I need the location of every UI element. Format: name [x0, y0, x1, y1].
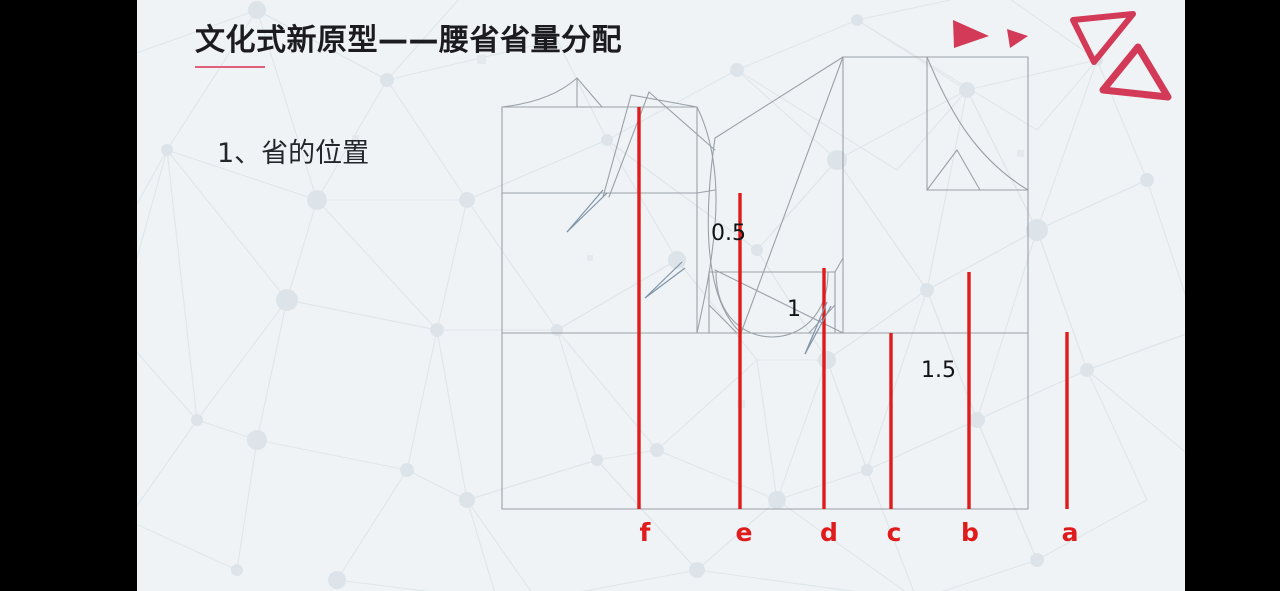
leader-line-0-5-tick: [566, 189, 604, 233]
tri-outline-lower-icon: [1099, 43, 1172, 101]
dart-label-b: b: [961, 518, 979, 547]
title-underline-rule: [195, 66, 265, 68]
garment-pattern-drawing: [501, 56, 1029, 510]
front-armhole-curve: [696, 106, 717, 334]
measurement-m-15: 1.5: [921, 358, 956, 383]
letterbox-bar-left: [0, 0, 137, 591]
background-network-pattern: [137, 0, 1185, 591]
dart-label-e: e: [735, 518, 753, 547]
center-panel-leg-right: [808, 304, 836, 334]
measurement-m-05: 0.5: [711, 221, 746, 246]
collar-curve: [926, 56, 1029, 191]
back-lower-diagonal: [714, 269, 844, 334]
shoulder-dart-leg-left: [602, 94, 632, 198]
center-panel-curve: [715, 271, 829, 338]
dart-lines-layer: [566, 107, 1069, 509]
leader-line-1-5: [804, 305, 832, 355]
guide-line-left: [696, 189, 716, 194]
center-panel-box: [708, 271, 836, 334]
front-armhole-top: [630, 94, 698, 108]
dart-label-d: d: [820, 518, 838, 547]
leader-line-1-5-tick: [804, 301, 828, 355]
section-heading: 1、省的位置: [217, 138, 370, 169]
slide-canvas: 文化式新原型——腰省省量分配 1、省的位置: [137, 0, 1185, 591]
dart-label-a: a: [1061, 518, 1079, 547]
front-shoulder-line: [576, 77, 603, 108]
tri-filled-small-icon: [1007, 29, 1028, 48]
letterbox-bar-right: [1185, 0, 1280, 591]
back-block-outline: [842, 56, 1029, 334]
title-block: 文化式新原型——腰省省量分配: [195, 24, 622, 68]
dart-label-c: c: [886, 518, 902, 547]
tri-filled-large-icon: [953, 20, 989, 48]
shoulder-dart-leg-right: [608, 91, 650, 198]
collar-corner-a: [926, 149, 958, 191]
page-title: 文化式新原型——腰省省量分配: [195, 23, 622, 58]
back-armhole-helper: [740, 56, 844, 334]
collar-square: [926, 56, 1029, 191]
collar-corner-b: [956, 149, 981, 191]
dart-label-f: f: [639, 518, 651, 547]
front-block-outline: [501, 106, 698, 334]
decorative-triangles-layer: [953, 11, 1172, 101]
tri-outline-upper-icon: [1070, 11, 1136, 65]
front-armhole-helper: [648, 91, 716, 151]
measurement-m-1: 1: [787, 297, 801, 322]
front-neckline-curve: [501, 77, 578, 108]
guide-line-right: [834, 257, 844, 273]
leader-line-1: [644, 267, 686, 299]
center-panel-leg-left: [708, 304, 738, 334]
leader-line-1-tick: [644, 261, 683, 299]
leader-line-0-5: [566, 192, 608, 233]
back-shoulder-diagonal: [714, 56, 844, 139]
